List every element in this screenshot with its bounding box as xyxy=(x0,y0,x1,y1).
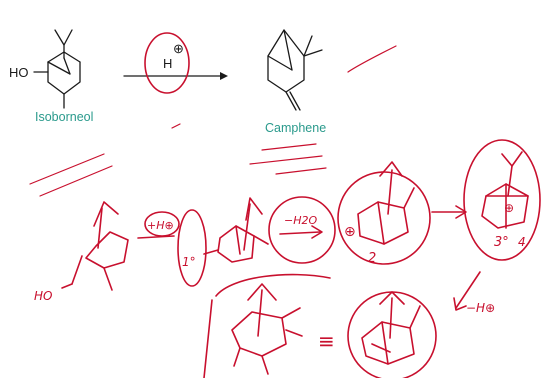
hand-camphene-right xyxy=(361,291,421,365)
stray-stroke xyxy=(347,45,397,73)
hand-secondary-cation xyxy=(357,161,415,245)
proton-circle xyxy=(144,211,180,237)
oxonium-circle xyxy=(177,209,207,287)
underline-strokes-left xyxy=(29,153,113,197)
catalyst-circle xyxy=(144,32,190,94)
hand-intermediate-one xyxy=(203,197,269,263)
tertiary-plus: ⊕ xyxy=(504,201,514,215)
water-loss-arrow xyxy=(279,231,321,235)
stray-tick xyxy=(171,123,181,129)
equals-sign: ≡ xyxy=(318,329,335,353)
catalyst-label: H xyxy=(163,56,172,71)
product-bracket-left xyxy=(203,299,213,378)
underline-strokes-center xyxy=(249,143,327,175)
secondary-label: 2 xyxy=(368,251,376,266)
tertiary-label: 3° xyxy=(494,235,509,250)
hand-camphene-left xyxy=(231,283,303,375)
secondary-cation-circle xyxy=(337,171,431,265)
water-loss-circle xyxy=(268,196,336,264)
tertiary-extra: 4 xyxy=(518,235,526,249)
primary-label: 1° xyxy=(182,255,196,269)
water-loss-label: −H2O xyxy=(284,214,317,227)
reactant-name: Isoborneol xyxy=(35,110,93,124)
proton-label: +H⊕ xyxy=(147,219,174,232)
catalyst-charge: ⊕ xyxy=(173,41,184,56)
product-bracket-top xyxy=(215,273,331,297)
tertiary-cation-circle xyxy=(463,139,541,261)
isoborneol-structure xyxy=(33,29,81,109)
reaction-arrow xyxy=(123,72,228,80)
protonation-arrow xyxy=(137,235,175,239)
carbocation-plus: ⊕ xyxy=(344,224,356,240)
hand-isoborneol xyxy=(61,201,129,291)
camphene-structure xyxy=(267,29,323,111)
deprotonation-arrow xyxy=(455,271,481,309)
hydroxyl-label: HO xyxy=(9,65,29,80)
proton-loss-label: −H⊕ xyxy=(466,301,495,315)
hand-tertiary-cation xyxy=(481,151,529,229)
hand-ho-label: HO xyxy=(34,289,52,303)
product-name: Camphene xyxy=(265,121,326,135)
